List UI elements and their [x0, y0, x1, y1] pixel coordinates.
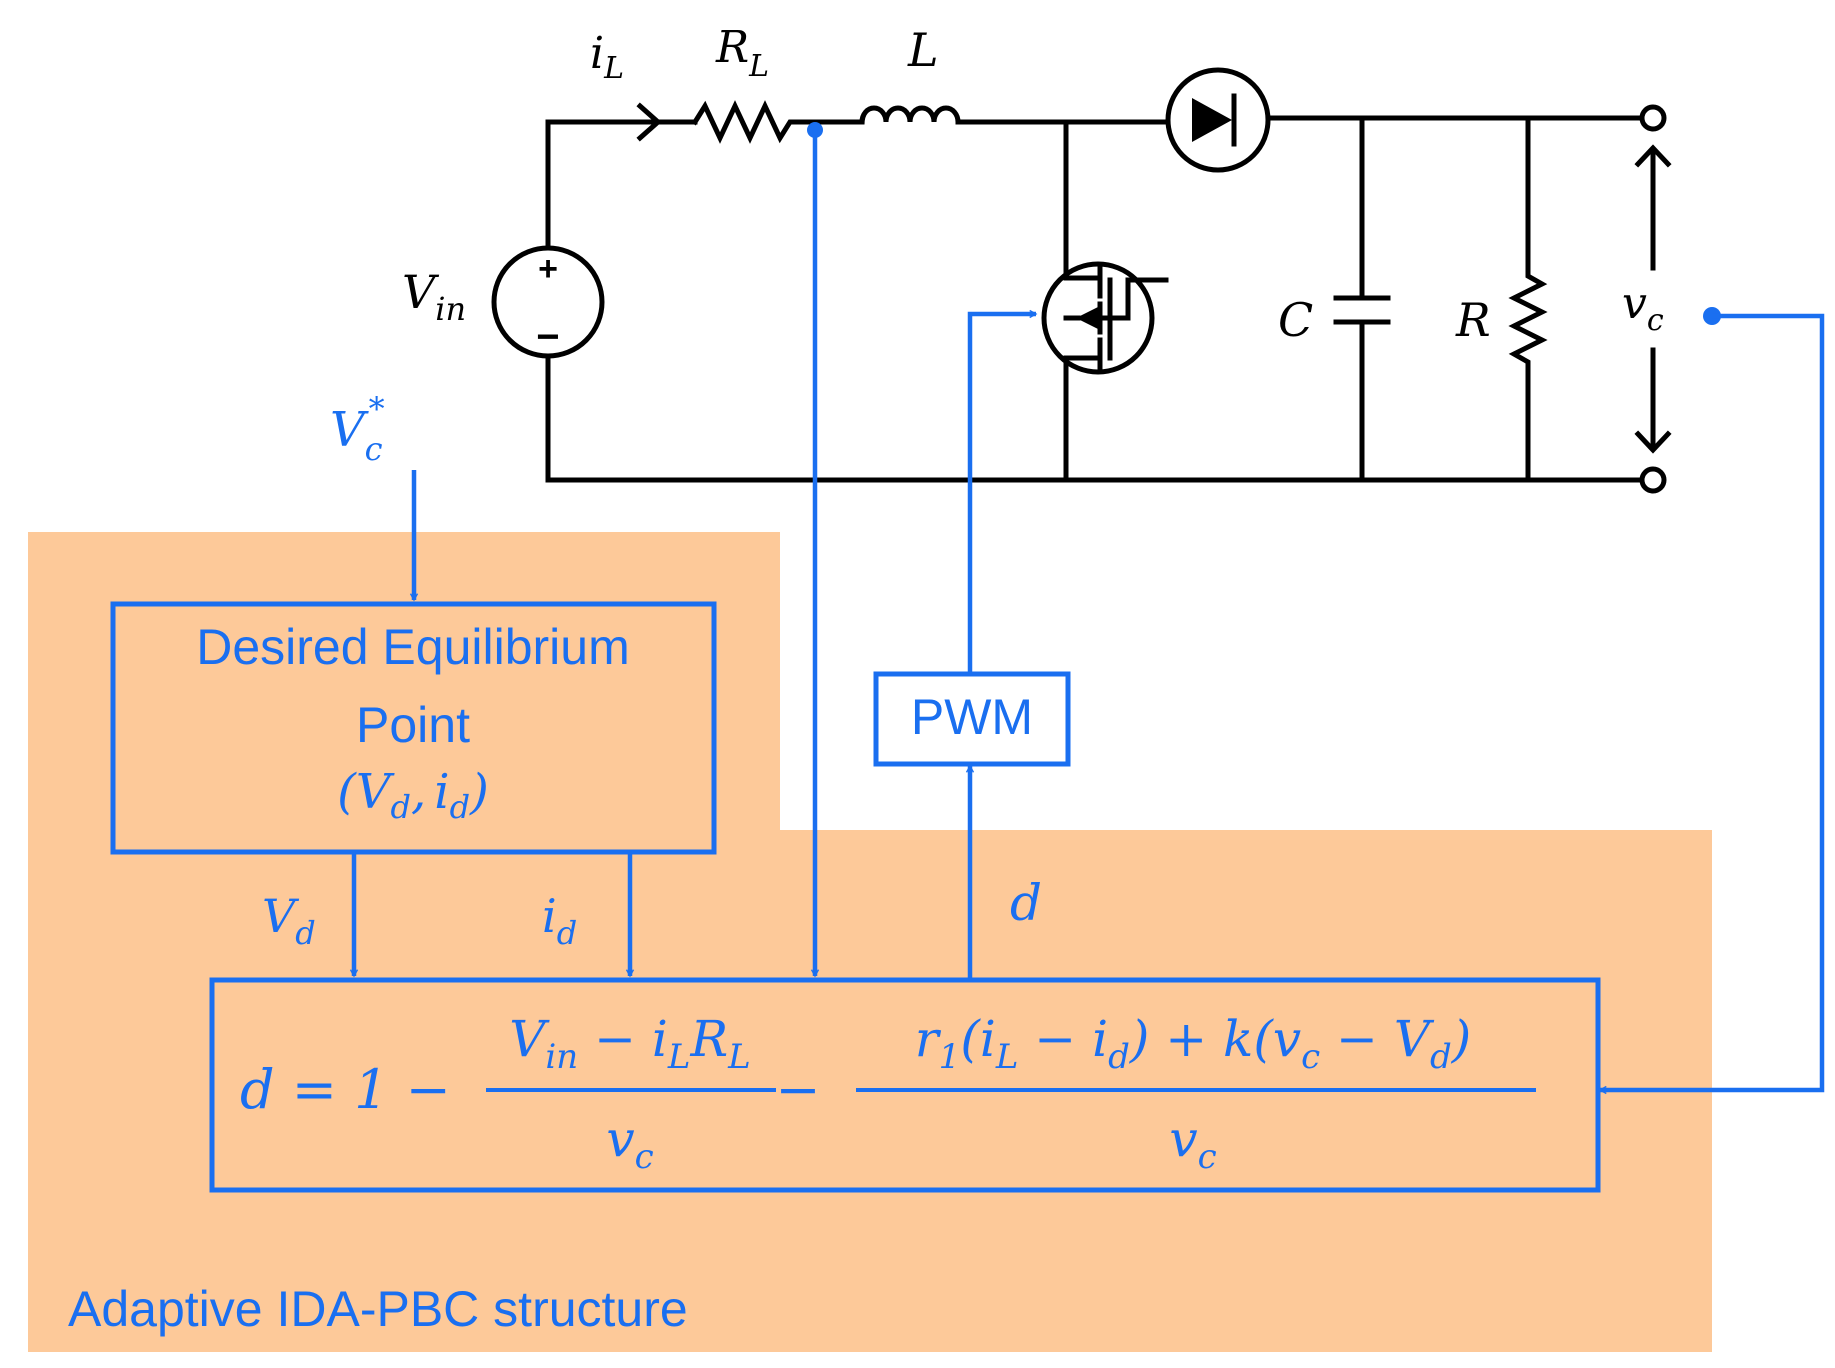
terminal-top: [1639, 104, 1667, 132]
label-il: iL: [590, 28, 624, 86]
region-label: Adaptive IDA-PBC structure: [68, 1281, 688, 1337]
law-frac2-numerator: r1(iL − id) + k(vc − Vd): [915, 1010, 1471, 1077]
label-rl: RL: [715, 22, 769, 84]
law-minus: −: [775, 1058, 820, 1121]
voltage-source: [491, 245, 605, 359]
source-minus: −: [536, 315, 559, 359]
label-r: R: [1455, 293, 1491, 347]
inductor: [859, 105, 1069, 125]
mosfet-switch: [1041, 119, 1169, 483]
label-vc-ref: Vc*: [330, 390, 385, 468]
label-vin: Vin: [402, 265, 466, 328]
output-voltage-arrows: [1634, 144, 1672, 454]
signal-paths: [349, 122, 1825, 1095]
label-vc: vc: [1622, 278, 1664, 338]
diode: [1165, 67, 1271, 173]
control-law-equation: d = 1 − Vin − iLRL vc − r1(iL − id) + k(…: [240, 1010, 1536, 1177]
label-d-signal: d: [1010, 874, 1042, 932]
terminal-bottom: [1639, 466, 1667, 494]
label-c: C: [1278, 293, 1313, 347]
equilibrium-tuple: (Vd,id): [337, 764, 489, 826]
law-lhs: d = 1 −: [240, 1058, 451, 1121]
label-id-signal: id: [542, 889, 577, 952]
current-arrow: [636, 102, 662, 142]
load-resistor: [1508, 115, 1548, 483]
law-frac1-denominator: vc: [606, 1110, 653, 1177]
control-law-block: [209, 977, 1601, 1193]
capacitor: [1333, 115, 1391, 483]
source-plus: +: [538, 250, 558, 288]
equilibrium-line1: Desired Equilibrium: [196, 619, 630, 675]
equilibrium-line2: Point: [356, 697, 470, 753]
controller-region: [28, 532, 1712, 1352]
inductor-resistor: [691, 100, 865, 144]
pwm-label: PWM: [911, 689, 1033, 745]
power-circuit: [491, 67, 1672, 494]
law-frac2-denominator: vc: [1169, 1110, 1216, 1177]
label-vd-signal: Vd: [262, 889, 316, 952]
label-l: L: [907, 23, 939, 77]
equilibrium-block: [110, 601, 717, 855]
pwm-block: [873, 671, 1071, 767]
law-frac1-numerator: Vin − iLRL: [509, 1010, 750, 1077]
